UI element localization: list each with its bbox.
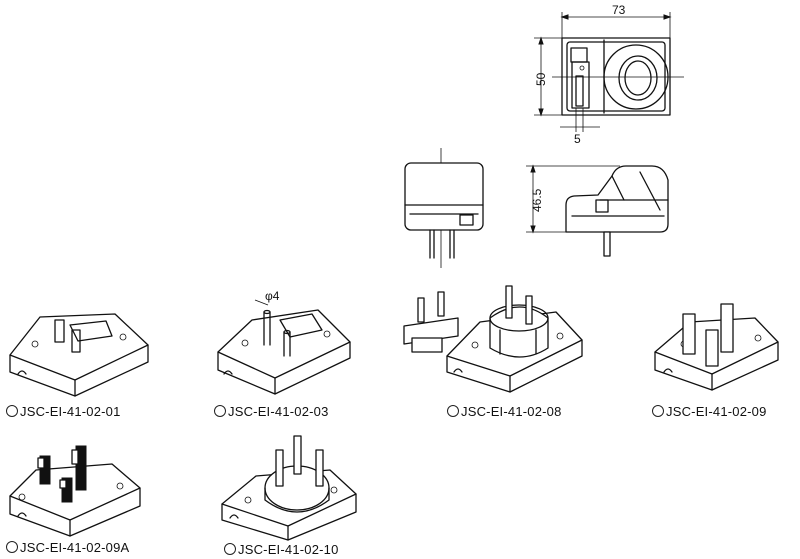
dim-depth-label: 46.5 — [530, 188, 544, 212]
model-caption-03: JSC-EI-41-02-03 — [214, 404, 329, 419]
model-code: JSC-EI-41-02-01 — [20, 404, 121, 419]
model-code: JSC-EI-41-02-09A — [20, 540, 130, 555]
model-caption-08: JSC-EI-41-02-08 — [447, 404, 562, 419]
plug-09-drawing — [654, 303, 779, 391]
side-view: 46.5 — [526, 164, 669, 257]
plug-09A-drawing — [9, 445, 141, 537]
model-caption-09A: JSC-EI-41-02-09A — [6, 540, 129, 555]
circle-bullet-icon — [447, 405, 459, 417]
plug-03-drawing: φ4 — [217, 289, 351, 395]
plug-01-drawing — [9, 313, 149, 397]
dim-height-label: 50 — [534, 72, 548, 86]
model-caption-09: JSC-EI-41-02-09 — [652, 404, 767, 419]
circle-bullet-icon — [224, 543, 236, 555]
model-code: JSC-EI-41-02-08 — [461, 404, 562, 419]
top-view: 73 50 5 — [534, 3, 684, 146]
model-code: JSC-EI-41-02-09 — [666, 404, 767, 419]
model-code: JSC-EI-41-02-03 — [228, 404, 329, 419]
plug-08-drawing — [403, 285, 583, 393]
dim-offset-label: 5 — [574, 132, 581, 146]
model-caption-01: JSC-EI-41-02-01 — [6, 404, 121, 419]
pin-diameter-label: φ4 — [265, 289, 280, 303]
circle-bullet-icon — [214, 405, 226, 417]
model-caption-10: JSC-EI-41-02-10 — [224, 542, 339, 557]
front-view — [404, 148, 484, 268]
circle-bullet-icon — [652, 405, 664, 417]
circle-bullet-icon — [6, 405, 18, 417]
plug-10-drawing — [221, 435, 357, 541]
dim-width-label: 73 — [612, 3, 626, 17]
circle-bullet-icon — [6, 541, 18, 553]
model-code: JSC-EI-41-02-10 — [238, 542, 339, 557]
